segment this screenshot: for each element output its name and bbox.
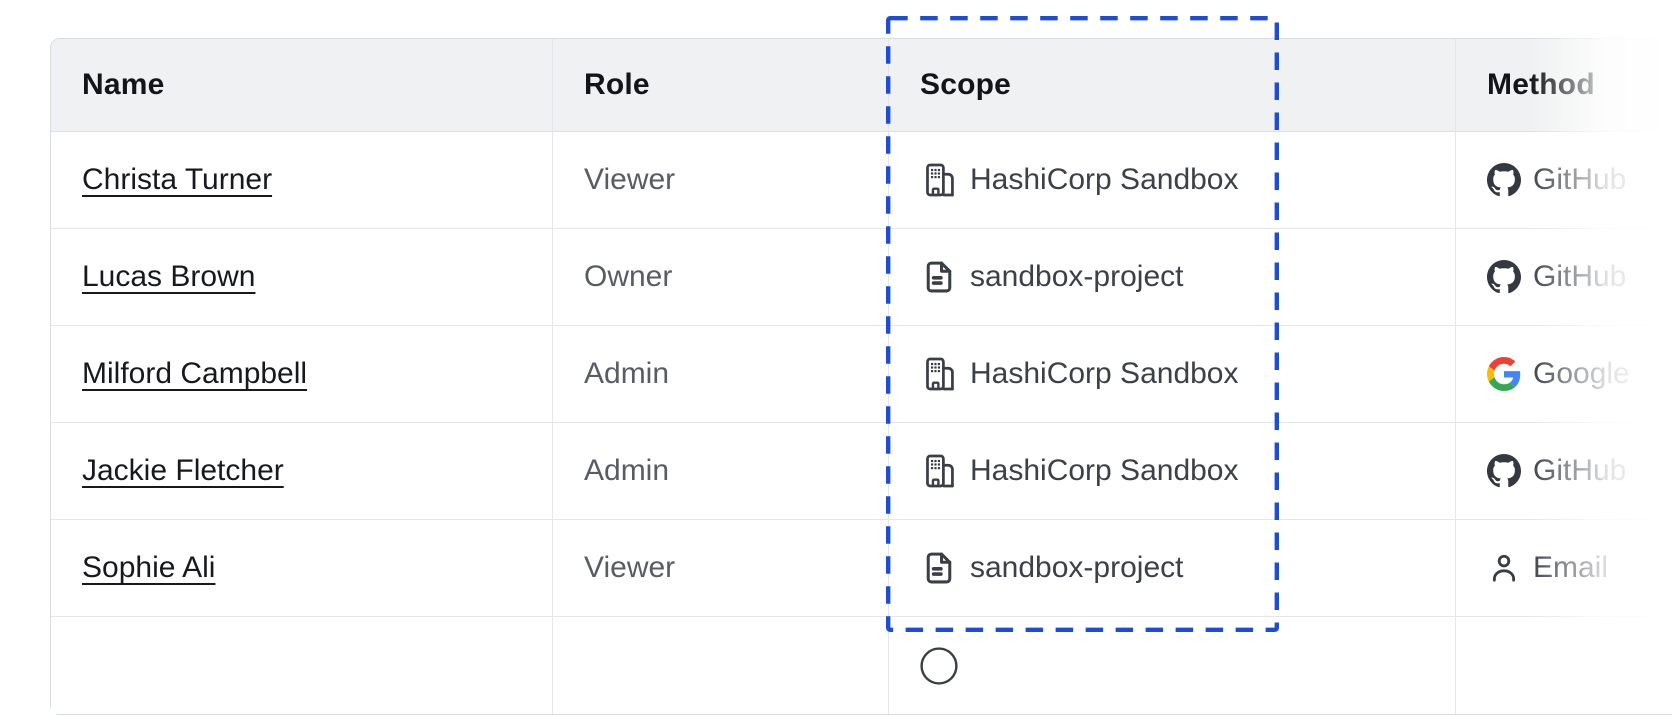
scope-cell: HashiCorp Sandbox: [888, 132, 1455, 228]
user-name-link[interactable]: Jackie Fletcher: [82, 454, 284, 487]
method-cell: [1455, 617, 1672, 714]
scope-cell: sandbox-project: [888, 520, 1455, 616]
role-label: Viewer: [584, 551, 676, 584]
circle-icon-slot: [920, 646, 958, 685]
table-header-row: Name Role Scope Method: [51, 39, 1672, 132]
table-body: Christa Turner Viewer HashiCorp Sandbox …: [51, 132, 1672, 714]
role-cell: Viewer: [552, 520, 888, 616]
role-cell: [552, 617, 888, 714]
user-name-link[interactable]: Christa Turner: [82, 163, 273, 196]
user-icon: [1492, 554, 1516, 582]
user-name-link[interactable]: Milford Campbell: [82, 357, 308, 390]
role-label: Admin: [584, 454, 670, 487]
table-row: Sophie Ali Viewer sandbox-project Email: [51, 520, 1672, 617]
method-cell: Email: [1455, 520, 1672, 616]
role-cell: Owner: [552, 229, 888, 325]
file-text-icon: [926, 261, 952, 293]
table-row: Jackie Fletcher Admin HashiCorp Sandbox …: [51, 423, 1672, 520]
building-icon-slot: [920, 355, 958, 393]
method-label: GitHub: [1533, 260, 1627, 293]
role-label: Admin: [584, 357, 670, 390]
scope-cell: HashiCorp Sandbox: [888, 326, 1455, 422]
name-cell: Jackie Fletcher: [51, 423, 552, 519]
scope-cell: [888, 617, 1455, 714]
method-cell: GitHub: [1455, 229, 1672, 325]
method-cell: GitHub: [1455, 132, 1672, 228]
user-icon-slot: [1487, 551, 1521, 585]
scope-label: HashiCorp Sandbox: [970, 163, 1239, 196]
users-table: Name Role Scope Method Christa Turner Vi…: [50, 38, 1672, 715]
role-cell: Admin: [552, 423, 888, 519]
scope-label: sandbox-project: [970, 551, 1184, 584]
file-text-icon-slot: [920, 258, 958, 296]
file-text-icon-slot: [920, 549, 958, 587]
building-icon: [926, 357, 954, 391]
github-icon: [1487, 260, 1521, 294]
building-icon: [926, 163, 954, 197]
github-icon-slot: [1487, 454, 1521, 488]
table-row: Milford Campbell Admin HashiCorp Sandbox…: [51, 326, 1672, 423]
role-label: Viewer: [584, 163, 676, 196]
name-cell: Milford Campbell: [51, 326, 552, 422]
github-icon-slot: [1487, 260, 1521, 294]
role-label: Owner: [584, 260, 673, 293]
name-cell: [51, 617, 552, 714]
github-icon: [1487, 454, 1521, 488]
scope-label: sandbox-project: [970, 260, 1184, 293]
method-label: GitHub: [1533, 454, 1627, 487]
table-row: Lucas Brown Owner sandbox-project GitHub: [51, 229, 1672, 326]
users-table-view: { "table": { "columns": ["Name", "Role",…: [50, 0, 1672, 715]
method-label: Google: [1533, 357, 1630, 390]
github-icon-slot: [1487, 163, 1521, 197]
name-cell: Christa Turner: [51, 132, 552, 228]
method-label: Email: [1533, 551, 1609, 584]
table-row: Christa Turner Viewer HashiCorp Sandbox …: [51, 132, 1672, 229]
scope-label: HashiCorp Sandbox: [970, 357, 1239, 390]
name-cell: Lucas Brown: [51, 229, 552, 325]
method-cell: Google: [1455, 326, 1672, 422]
column-header-role: Role: [552, 39, 888, 131]
method-label: GitHub: [1533, 163, 1627, 196]
name-cell: Sophie Ali: [51, 520, 552, 616]
role-cell: Viewer: [552, 132, 888, 228]
user-name-link[interactable]: Lucas Brown: [82, 260, 256, 293]
building-icon-slot: [920, 161, 958, 199]
google-icon-slot: [1487, 357, 1521, 391]
method-cell: GitHub: [1455, 423, 1672, 519]
github-icon: [1487, 163, 1521, 197]
table-row-partial: [51, 617, 1672, 714]
building-icon-slot: [920, 452, 958, 490]
column-header-name: Name: [82, 68, 165, 101]
user-name-link[interactable]: Sophie Ali: [82, 551, 216, 584]
column-header-method: Method: [1455, 39, 1672, 131]
circle-icon: [920, 646, 958, 685]
scope-cell: sandbox-project: [888, 229, 1455, 325]
scope-cell: HashiCorp Sandbox: [888, 423, 1455, 519]
column-header-scope: Scope: [888, 39, 1455, 131]
google-icon: [1487, 357, 1521, 391]
building-icon: [926, 454, 954, 488]
role-cell: Admin: [552, 326, 888, 422]
scope-label: HashiCorp Sandbox: [970, 454, 1239, 487]
file-text-icon: [926, 552, 952, 584]
